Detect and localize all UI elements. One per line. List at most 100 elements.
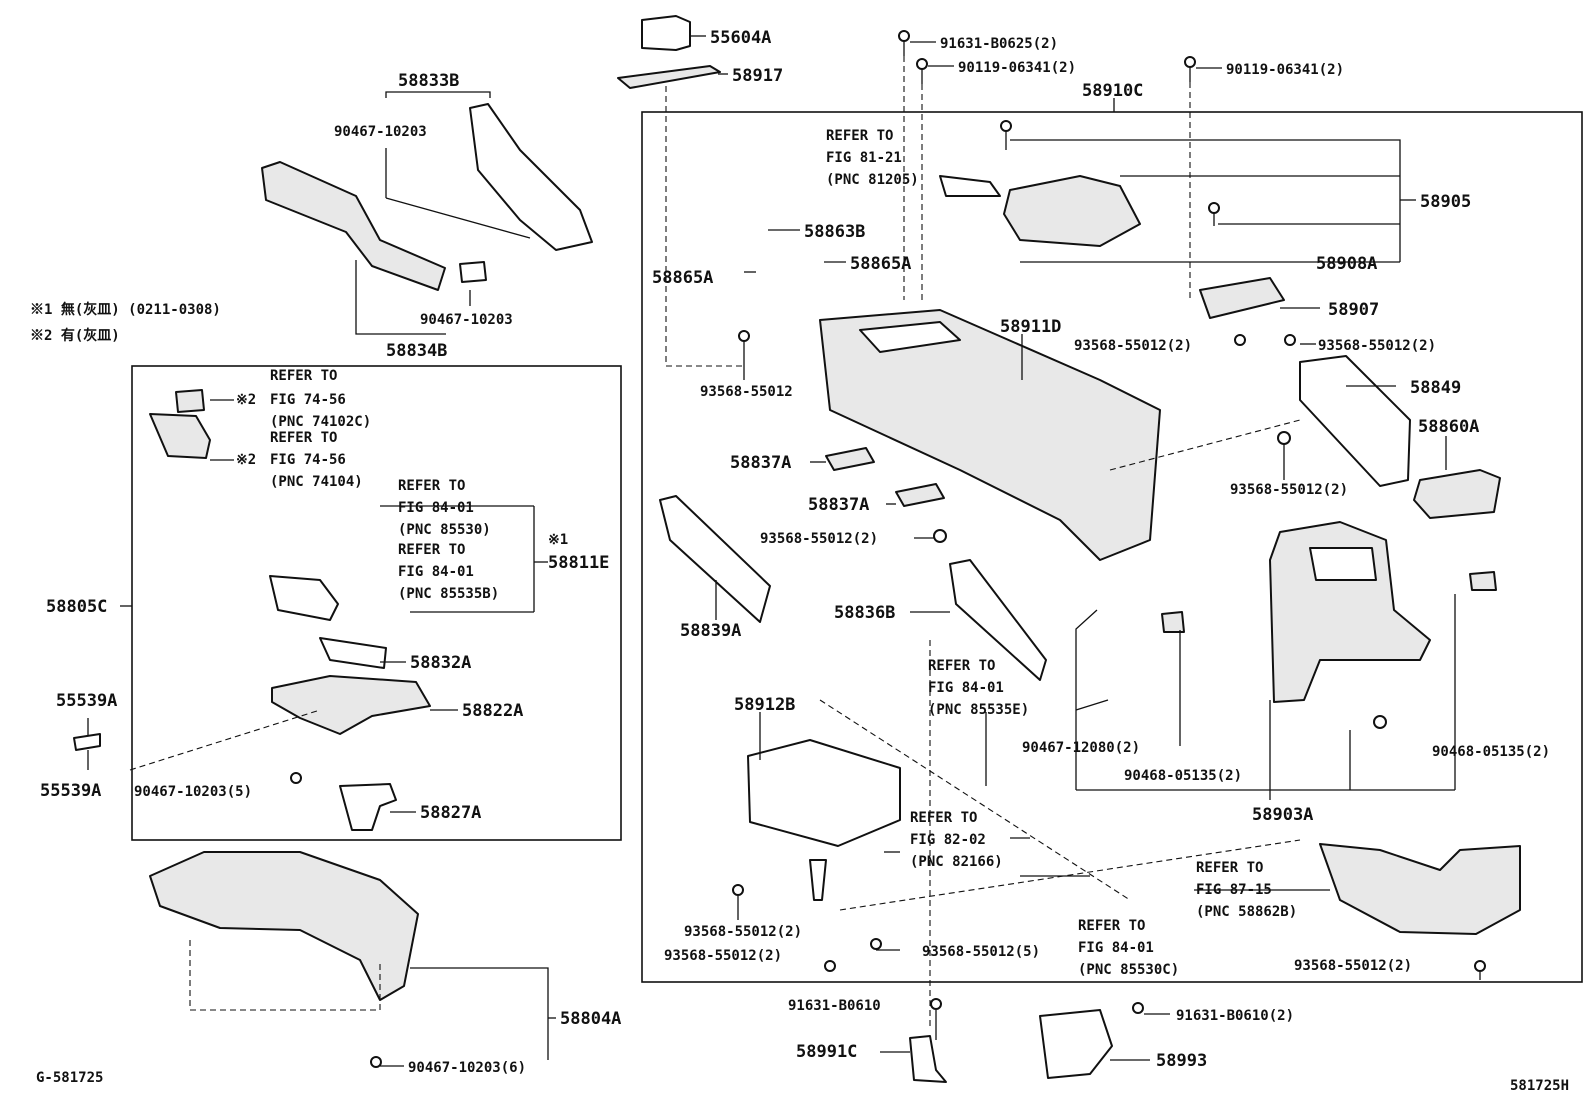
- part-58849-drawing: [1299, 355, 1411, 487]
- svg-text:REFER TO: REFER TO: [398, 478, 465, 494]
- refer-fig-84-01-c[interactable]: REFER TO FIG 84-01 (PNC 85535E): [928, 658, 1029, 718]
- svg-text:REFER TO: REFER TO: [1196, 860, 1263, 876]
- svg-text:(PNC 82166): (PNC 82166): [910, 854, 1003, 870]
- note-2-mark-a: ※2: [236, 392, 256, 408]
- clip-90467-12080-drawing: [1161, 611, 1185, 633]
- svg-text:FIG 87-15: FIG 87-15: [1196, 882, 1272, 898]
- label-58903A[interactable]: 58903A: [1252, 805, 1313, 825]
- refer-fig-87-15[interactable]: REFER TO FIG 87-15 (PNC 58862B): [1196, 860, 1297, 920]
- label-91631-B0610-2[interactable]: 91631-B0610(2): [1176, 1008, 1294, 1024]
- label-58917[interactable]: 58917: [732, 66, 783, 86]
- part-58912B-drawing: [747, 739, 901, 901]
- svg-text:(PNC 85535B): (PNC 85535B): [398, 586, 499, 602]
- guide-lines: [129, 56, 1301, 1030]
- part-55539A-drawing: [73, 733, 101, 751]
- label-58991C[interactable]: 58991C: [796, 1042, 857, 1062]
- svg-text:FIG 74-56: FIG 74-56: [270, 392, 346, 408]
- label-58811E[interactable]: 58811E: [548, 553, 609, 573]
- label-58804A[interactable]: 58804A: [560, 1009, 621, 1029]
- label-58912B[interactable]: 58912B: [734, 695, 795, 715]
- label-58910C[interactable]: 58910C: [1082, 81, 1143, 101]
- label-91631-B0610[interactable]: 91631-B0610: [788, 998, 881, 1014]
- label-58836B[interactable]: 58836B: [834, 603, 895, 623]
- svg-text:REFER TO: REFER TO: [270, 430, 337, 446]
- label-93568-55012-br[interactable]: 93568-55012(2): [1294, 958, 1412, 974]
- refer-fig-84-01-a[interactable]: REFER TO FIG 84-01 (PNC 85530): [398, 478, 491, 538]
- svg-text:(PNC 81205): (PNC 81205): [826, 172, 919, 188]
- label-90467-12080[interactable]: 90467-12080(2): [1022, 740, 1140, 756]
- label-58827A[interactable]: 58827A: [420, 803, 481, 823]
- part-58804A-drawing: [149, 851, 419, 1011]
- part-58862B-drawing: [1319, 843, 1521, 935]
- note-2-mark-b: ※2: [236, 452, 256, 468]
- label-93568-55012-r3[interactable]: 93568-55012(2): [1230, 482, 1348, 498]
- label-58839A[interactable]: 58839A: [680, 621, 741, 641]
- part-58839A-drawing: [659, 495, 771, 623]
- label-58865A-right[interactable]: 58865A: [850, 254, 911, 274]
- label-91631-B0625[interactable]: 91631-B0625(2): [940, 36, 1058, 52]
- label-90467-10203-top[interactable]: 90467-10203: [334, 124, 427, 140]
- label-90467-10203-mid[interactable]: 90467-10203: [420, 312, 513, 328]
- label-58863B[interactable]: 58863B: [804, 222, 865, 242]
- label-58822A[interactable]: 58822A: [462, 701, 523, 721]
- clip-90468-drawing: [1469, 571, 1497, 591]
- part-58834B-drawing: [261, 161, 446, 291]
- label-58911D[interactable]: 58911D: [1000, 317, 1061, 337]
- label-55539A-bottom[interactable]: 55539A: [40, 781, 101, 801]
- diagram-id: G-581725: [36, 1070, 103, 1086]
- label-58993[interactable]: 58993: [1156, 1051, 1207, 1071]
- label-58805C[interactable]: 58805C: [46, 597, 107, 617]
- label-90119-06341-b[interactable]: 90119-06341(2): [1226, 62, 1344, 78]
- label-58837A-2[interactable]: 58837A: [808, 495, 869, 515]
- label-93568-55012-left[interactable]: 93568-55012: [700, 384, 793, 400]
- label-90468-05135-right[interactable]: 90468-05135(2): [1432, 744, 1550, 760]
- label-58908A[interactable]: 58908A: [1316, 254, 1377, 274]
- label-55604A[interactable]: 55604A: [710, 28, 771, 48]
- part-58917-drawing: [617, 65, 721, 89]
- label-90468-05135-center[interactable]: 90468-05135(2): [1124, 768, 1242, 784]
- label-58832A[interactable]: 58832A: [410, 653, 471, 673]
- label-58837A-1[interactable]: 58837A: [730, 453, 791, 473]
- label-58849[interactable]: 58849: [1410, 378, 1461, 398]
- bolt-icons: [290, 30, 1486, 1068]
- label-93568-55012-r1[interactable]: 93568-55012(2): [1074, 338, 1192, 354]
- label-93568-55012-c[interactable]: 93568-55012(2): [760, 531, 878, 547]
- svg-text:REFER TO: REFER TO: [398, 542, 465, 558]
- refer-fig-81-21[interactable]: REFER TO FIG 81-21 (PNC 81205): [826, 128, 919, 188]
- label-90467-10203-6[interactable]: 90467-10203(6): [408, 1060, 526, 1076]
- note-1: ※1 無(灰皿) (0211-0308): [30, 301, 221, 318]
- refer-fig-84-01-d[interactable]: REFER TO FIG 84-01 (PNC 85530C): [1078, 918, 1179, 978]
- label-55539A-top[interactable]: 55539A: [56, 691, 117, 711]
- leader-lines: [87, 35, 1481, 1067]
- refer-fig-84-01-b[interactable]: REFER TO FIG 84-01 (PNC 85535B): [398, 542, 499, 602]
- label-58834B[interactable]: 58834B: [386, 341, 447, 361]
- part-58837A-2-drawing: [895, 483, 945, 507]
- label-93568-55012-r2[interactable]: 93568-55012(2): [1318, 338, 1436, 354]
- svg-text:(PNC 85530C): (PNC 85530C): [1078, 962, 1179, 978]
- main-assembly-frame: [641, 111, 1583, 983]
- svg-text:REFER TO: REFER TO: [910, 810, 977, 826]
- note-1-mark: ※1: [548, 532, 568, 548]
- part-58905-drawing: [939, 175, 1141, 247]
- label-58865A-left[interactable]: 58865A: [652, 268, 713, 288]
- label-58907[interactable]: 58907: [1328, 300, 1379, 320]
- svg-text:FIG 74-56: FIG 74-56: [270, 452, 346, 468]
- svg-text:(PNC 85535E): (PNC 85535E): [928, 702, 1029, 718]
- refer-fig-82-02[interactable]: REFER TO FIG 82-02 (PNC 82166): [910, 810, 1003, 870]
- label-58905[interactable]: 58905: [1420, 192, 1471, 212]
- label-58860A[interactable]: 58860A: [1418, 417, 1479, 437]
- part-58991C-drawing: [909, 1035, 947, 1083]
- svg-text:FIG 84-01: FIG 84-01: [398, 500, 474, 516]
- refer-fig-74-56-b[interactable]: REFER TO FIG 74-56 (PNC 74104): [270, 430, 363, 490]
- svg-text:(PNC 74104): (PNC 74104): [270, 474, 363, 490]
- part-58907-drawing: [1199, 277, 1285, 319]
- part-58911D-drawing: [819, 309, 1161, 561]
- label-90467-10203-5[interactable]: 90467-10203(5): [134, 784, 252, 800]
- label-93568-55012-b2[interactable]: 93568-55012(2): [664, 948, 782, 964]
- label-93568-55012-b5[interactable]: 93568-55012(5): [922, 944, 1040, 960]
- svg-text:FIG 84-01: FIG 84-01: [1078, 940, 1154, 956]
- label-58833B[interactable]: 58833B: [398, 71, 459, 91]
- label-90119-06341-a[interactable]: 90119-06341(2): [958, 60, 1076, 76]
- label-93568-55012-b1[interactable]: 93568-55012(2): [684, 924, 802, 940]
- refer-fig-74-56-a[interactable]: REFER TO FIG 74-56 (PNC 74102C): [270, 368, 371, 430]
